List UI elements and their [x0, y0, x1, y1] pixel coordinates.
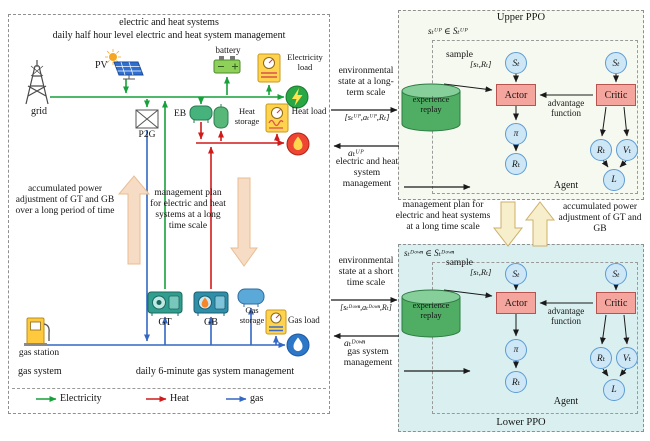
upper-critic-box: Critic — [596, 84, 636, 106]
gb-label: GB — [204, 317, 218, 328]
lower-state-right-node: Sₜ — [605, 263, 627, 285]
gas-load-label: Gas load — [288, 315, 320, 325]
gas-management-caption: daily 6-minute gas system management — [135, 366, 295, 377]
ppo-block-arrows — [492, 201, 556, 247]
heat-storage-label: Heat storage — [234, 106, 260, 126]
management-plan-text: management plan for electric and heat sy… — [150, 188, 226, 232]
lower-ppo-title: Lower PPO — [496, 417, 546, 428]
accum-between-text: accumulated power adjustment of GT and G… — [558, 202, 642, 235]
gas-system-label: gas system — [18, 366, 62, 377]
lower-agent-label: Agent — [553, 396, 579, 407]
lower-loss-node: L — [603, 379, 625, 401]
power-up-block-arrow — [524, 201, 556, 247]
tuple-down-text: [sₜᴰᵒʷⁿ,aₜᴰᵒʷⁿ,Rₜ] — [340, 303, 392, 312]
upper-agent-label: Agent — [553, 180, 579, 191]
lower-agent-box — [432, 262, 638, 414]
legend-gas-label: gas — [250, 393, 264, 404]
gas-station-label: gas station — [18, 348, 60, 358]
action-down-text: aₜᴰᵒʷⁿ — [344, 339, 366, 349]
electricity-load-label: Electricity load — [287, 52, 323, 72]
lower-sample-tuple: [sₜ,Rₜ] — [470, 267, 492, 277]
battery-label: battery — [215, 45, 241, 55]
upper-reward-right-node: Rₜ — [590, 139, 612, 161]
legend-heat-label: Heat — [170, 393, 189, 404]
lower-reward-node: Rₜ — [505, 371, 527, 393]
eb-label: EB — [174, 109, 187, 119]
upper-value-node: Vₜ — [616, 139, 638, 161]
action-up-text: aₜᵁᴾ — [348, 149, 364, 159]
gt-label: GT — [158, 317, 172, 328]
ehs-management-text: electric and heat system management — [335, 157, 399, 190]
plan-between-text: management plan for electric and heat sy… — [395, 200, 491, 233]
upper-advantage-label: advantage function — [547, 98, 585, 119]
lower-critic-box: Critic — [596, 292, 636, 314]
lower-state-left-node: Sₜ — [505, 263, 527, 285]
lower-replay-label: experience replay — [412, 300, 450, 320]
lower-advantage-label: advantage function — [547, 306, 585, 327]
left-panel-title-line1: electric and heat systems — [119, 17, 219, 28]
accumulated-power-text: accumulated power adjustment of GT and G… — [15, 184, 115, 217]
env-state-long-text: environmental state at a long-term scale — [338, 66, 394, 99]
gas-storage-label: Gas storage — [239, 305, 265, 325]
upper-sample-tuple: [sₜ,Rₜ] — [470, 59, 492, 69]
upper-state-right-node: Sₜ — [605, 52, 627, 74]
upper-state-left-node: Sₜ — [505, 52, 527, 74]
legend-separator — [12, 388, 326, 389]
upper-replay-label: experience replay — [412, 94, 450, 114]
lower-reward-right-node: Rₜ — [590, 347, 612, 369]
pv-label: PV — [95, 60, 108, 71]
upper-loss-node: L — [603, 169, 625, 191]
legend-electricity-label: Electricity — [60, 393, 102, 404]
plan-down-block-arrow — [492, 201, 524, 247]
env-state-short-text: environmental state at a short time scal… — [338, 256, 394, 289]
lower-actor-box: Actor — [496, 292, 536, 314]
upper-reward-node: Rₜ — [505, 153, 527, 175]
gas-management-text: gas system management — [343, 347, 393, 369]
lower-policy-node: π — [505, 339, 527, 361]
left-panel-title-line2: daily half hour level electric and heat … — [52, 30, 286, 41]
upper-state-constraint: sₜᵁᴾ ∈ Sₜᵁᴾ — [428, 26, 468, 36]
tuple-up-text: [sₜᵁᴾ,aₜᵁᴾ,Rₜ] — [344, 112, 390, 122]
upper-policy-node: π — [505, 123, 527, 145]
lower-state-constraint: sₜᴰᵒʷⁿ ∈ Sₜᴰᵒʷⁿ — [404, 248, 455, 258]
upper-ppo-title: Upper PPO — [496, 12, 546, 23]
upper-sample-label: sample — [446, 50, 473, 60]
lower-value-node: Vₜ — [616, 347, 638, 369]
heat-load-label: Heat load — [291, 106, 327, 116]
lower-sample-label: sample — [446, 258, 473, 268]
p2g-label: P2G — [138, 130, 156, 140]
grid-label: grid — [30, 106, 48, 117]
upper-actor-box: Actor — [496, 84, 536, 106]
